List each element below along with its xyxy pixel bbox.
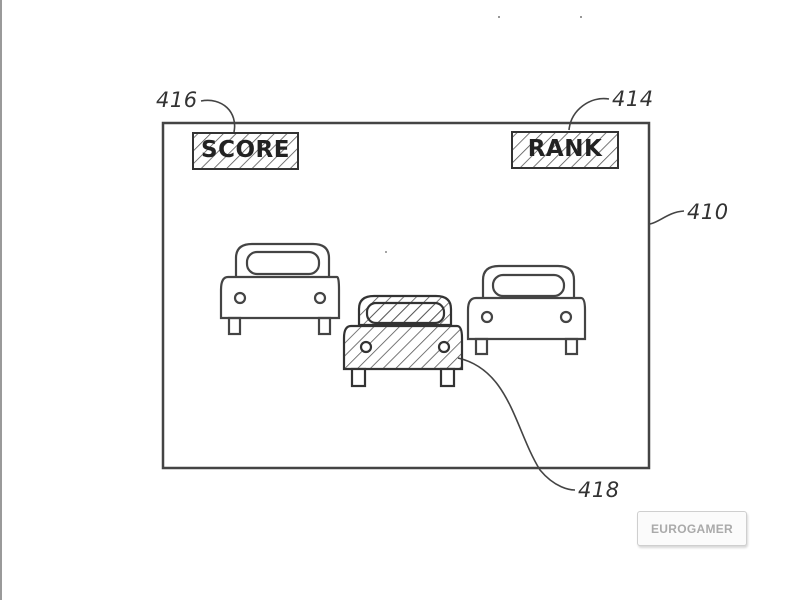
- rival-car-left: [219, 242, 341, 336]
- rank-box: [511, 131, 619, 169]
- leader-line-416: [200, 99, 236, 133]
- page-edge-line: [0, 0, 2, 600]
- rank-label: RANK: [527, 136, 603, 162]
- leader-line-414: [568, 97, 610, 131]
- leader-line-410: [649, 210, 685, 225]
- score-box: [192, 132, 299, 170]
- ref-numeral-418: 418: [578, 478, 620, 502]
- eurogamer-watermark-logo: EUROGAMER: [637, 511, 747, 546]
- scan-dot: [498, 16, 500, 18]
- player-car-hatched: [342, 294, 464, 388]
- scan-dot: [385, 251, 387, 253]
- scan-dot: [580, 16, 582, 18]
- ref-numeral-414: 414: [612, 87, 654, 111]
- leader-line-418: [457, 357, 576, 491]
- ref-numeral-416: 416: [156, 88, 198, 112]
- game-screen-frame: [161, 121, 651, 470]
- ref-numeral-410: 410: [687, 200, 729, 224]
- rival-car-right: [466, 264, 587, 356]
- score-label: SCORE: [201, 137, 290, 163]
- watermark-text: EUROGAMER: [650, 521, 734, 536]
